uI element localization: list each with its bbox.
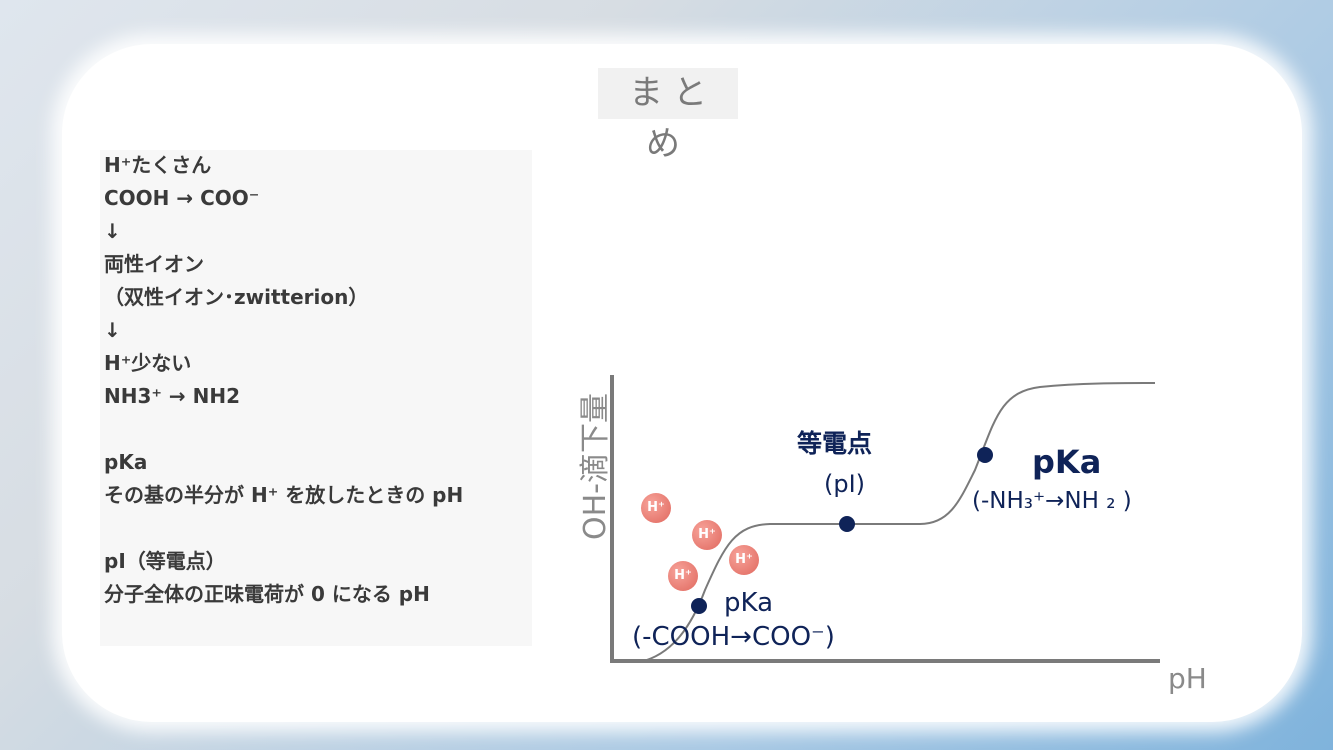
- summary-line: NH3⁺ → NH2: [104, 384, 241, 408]
- h-ion-icon: H⁺: [641, 493, 671, 523]
- pka2-label: pKa: [1032, 443, 1102, 481]
- x-axis-label: pH: [1168, 662, 1207, 695]
- summary-line: pKa: [104, 450, 148, 474]
- slide-title: まとめ: [598, 68, 738, 164]
- summary-line: 両性イオン: [104, 252, 204, 276]
- pka2-point: [977, 447, 993, 463]
- pka2-sub: (-NH₃⁺→NH ₂ ): [972, 488, 1132, 514]
- summary-text: H⁺たくさん COOH → COO⁻ ↓ 両性イオン （双性イオン･zwitterion…: [104, 149, 463, 611]
- isoelectric-label: 等電点: [797, 429, 873, 458]
- isoelectric-point: [839, 516, 855, 532]
- summary-line: H⁺たくさん: [104, 153, 212, 177]
- summary-line: COOH → COO⁻: [104, 186, 260, 210]
- h-ion-icon: H⁺: [692, 520, 722, 550]
- titration-curve: [639, 382, 1156, 663]
- summary-line: H⁺少ない: [104, 351, 192, 375]
- summary-line: 分子全体の正味電荷が 0 になる pH: [104, 582, 430, 606]
- summary-panel: [100, 150, 532, 646]
- pka1-label: pKa: [724, 588, 774, 618]
- summary-line: pI（等電点）: [104, 549, 226, 573]
- summary-line: その基の半分が H⁺ を放したときの pH: [104, 483, 464, 507]
- summary-line: （双性イオン･zwitterion）: [104, 285, 369, 309]
- pka1-point: [691, 598, 707, 614]
- summary-line: ↓: [104, 318, 121, 342]
- h-ion-icon: H⁺: [668, 561, 698, 591]
- h-ion-icon: H⁺: [729, 545, 759, 575]
- y-axis-label: OH-滴下量: [578, 393, 613, 540]
- summary-line: ↓: [104, 219, 121, 243]
- pka1-sub: (-COOH→COO⁻): [632, 622, 835, 652]
- isoelectric-sub: (pI): [824, 470, 866, 498]
